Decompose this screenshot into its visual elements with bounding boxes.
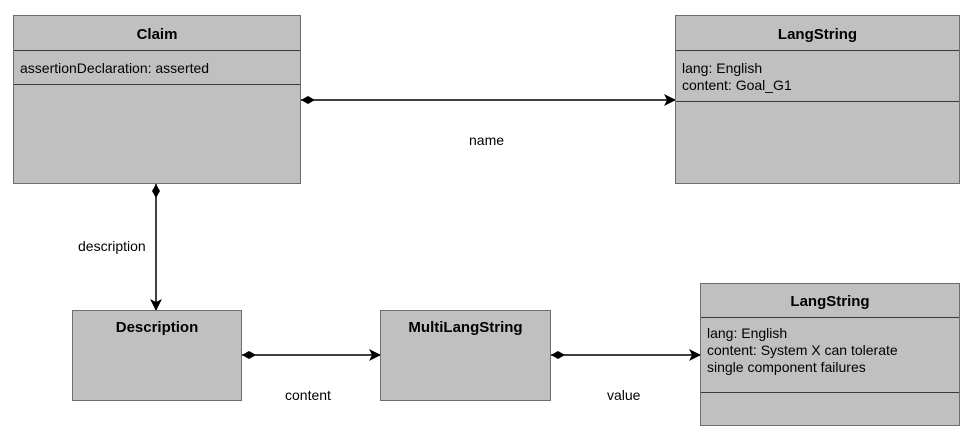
content-association-label: content	[285, 387, 331, 403]
claim-class-title: Claim	[136, 26, 178, 43]
langstring-top-class[interactable]: LangString lang: English content: Goal_G…	[675, 15, 960, 184]
value-association-label: value	[607, 387, 641, 403]
langstring-bottom-title-divider	[701, 317, 959, 318]
claim-title-divider	[14, 50, 300, 51]
langstring-bottom-attribute: single component failures	[707, 359, 866, 375]
multilangstring-class-title: MultiLangString	[408, 319, 523, 336]
multilangstring-class[interactable]: MultiLangString	[380, 310, 551, 401]
langstring-top-attributes-divider	[676, 101, 959, 102]
claim-attributes: assertionDeclaration: asserted	[20, 60, 209, 77]
langstring-top-attribute: content: Goal_G1	[682, 77, 792, 93]
langstring-bottom-attributes-divider	[701, 392, 959, 393]
langstring-bottom-attribute: lang: English	[707, 325, 788, 341]
claim-attribute: assertionDeclaration: asserted	[20, 60, 210, 76]
langstring-top-title-divider	[676, 50, 959, 51]
langstring-bottom-class[interactable]: LangString lang: English content: System…	[700, 283, 960, 426]
langstring-bottom-class-title: LangString	[790, 293, 870, 310]
description-class-title: Description	[115, 319, 199, 336]
claim-attributes-divider	[14, 84, 300, 85]
langstring-bottom-attributes: lang: English content: System X can tole…	[707, 325, 898, 376]
langstring-top-attribute: lang: English	[682, 60, 763, 76]
description-class[interactable]: Description	[72, 310, 242, 401]
langstring-top-attributes: lang: English content: Goal_G1	[682, 60, 792, 94]
langstring-top-class-title: LangString	[777, 26, 858, 43]
description-association-label: description	[78, 238, 146, 254]
name-association-label: name	[469, 132, 505, 148]
claim-class[interactable]: Claim assertionDeclaration: asserted	[13, 15, 301, 184]
langstring-bottom-attribute: content: System X can tolerate	[707, 342, 898, 358]
